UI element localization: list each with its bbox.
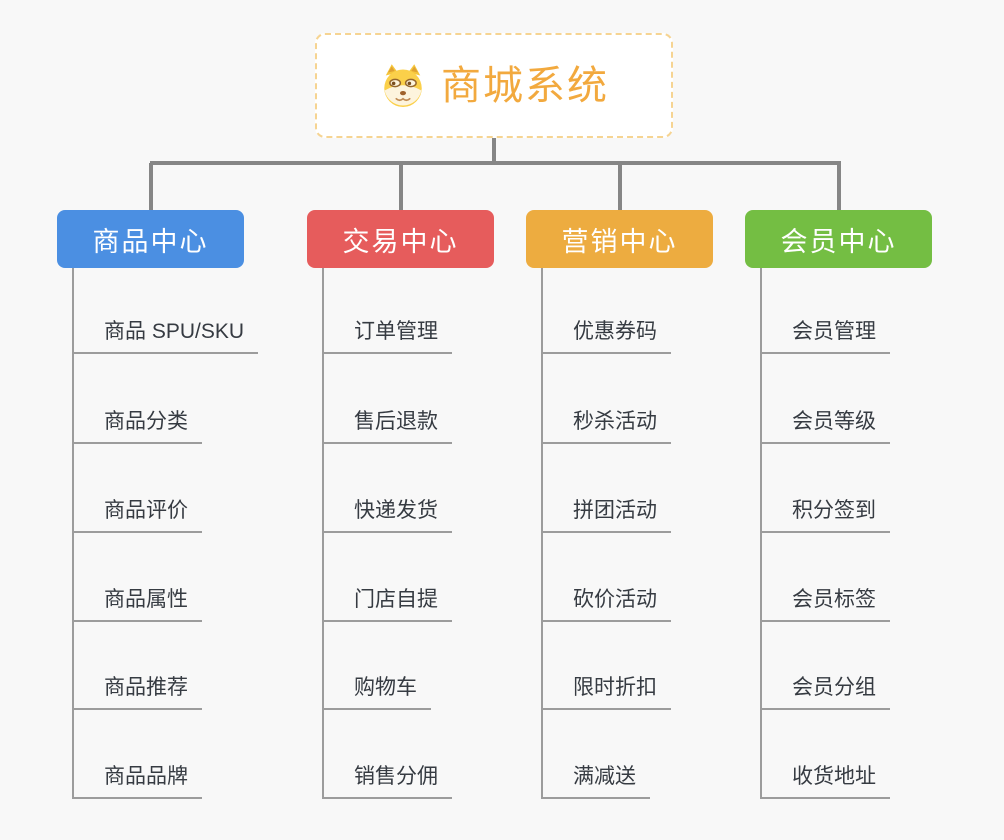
leaf-node[interactable]: 收货地址	[760, 760, 890, 799]
leaf-node[interactable]: 售后退款	[322, 405, 452, 444]
root-node-mall-system[interactable]: 商城系统	[315, 33, 673, 138]
leaf-node[interactable]: 满减送	[541, 760, 650, 799]
leaf-node[interactable]: 积分签到	[760, 494, 890, 533]
leaf-node[interactable]: 商品评价	[72, 494, 202, 533]
connector-drop-marketing	[618, 163, 622, 210]
branch-children-member-center: 会员管理 会员等级 积分签到 会员标签 会员分组 收货地址	[760, 268, 990, 808]
connector-drop-product	[149, 163, 153, 210]
leaf-node[interactable]: 会员分组	[760, 671, 890, 710]
connector-root-stem	[492, 138, 496, 164]
branch-node-product-center[interactable]: 商品中心	[57, 210, 244, 268]
leaf-node[interactable]: 商品属性	[72, 583, 202, 622]
leaf-node[interactable]: 商品推荐	[72, 671, 202, 710]
leaf-node[interactable]: 砍价活动	[541, 583, 671, 622]
child-connector-line	[322, 268, 324, 799]
leaf-node[interactable]: 会员管理	[760, 315, 890, 354]
branch-children-marketing-center: 优惠券码 秒杀活动 拼团活动 砍价活动 限时折扣 满减送	[541, 268, 771, 808]
leaf-node[interactable]: 商品分类	[72, 405, 202, 444]
leaf-node[interactable]: 限时折扣	[541, 671, 671, 710]
doge-face-icon	[384, 63, 422, 107]
child-connector-line	[760, 268, 762, 799]
branch-node-marketing-center[interactable]: 营销中心	[526, 210, 713, 268]
leaf-node[interactable]: 销售分佣	[322, 760, 452, 799]
connector-bus	[150, 161, 841, 165]
branch-children-trade-center: 订单管理 售后退款 快递发货 门店自提 购物车 销售分佣	[322, 268, 552, 808]
leaf-node[interactable]: 会员标签	[760, 583, 890, 622]
leaf-node[interactable]: 优惠券码	[541, 315, 671, 354]
branch-children-product-center: 商品 SPU/SKU 商品分类 商品评价 商品属性 商品推荐 商品品牌	[72, 268, 302, 808]
branch-label: 会员中心	[780, 226, 897, 257]
connector-drop-member	[837, 163, 841, 210]
connector-drop-trade	[399, 163, 403, 210]
leaf-node[interactable]: 快递发货	[322, 494, 452, 533]
root-title: 商城系统	[441, 63, 609, 108]
leaf-node[interactable]: 商品 SPU/SKU	[72, 315, 259, 354]
leaf-node[interactable]: 秒杀活动	[541, 405, 671, 444]
branch-node-member-center[interactable]: 会员中心	[745, 210, 932, 268]
leaf-node[interactable]: 购物车	[322, 671, 431, 710]
leaf-node[interactable]: 门店自提	[322, 583, 452, 622]
leaf-node[interactable]: 会员等级	[760, 405, 890, 444]
branch-node-trade-center[interactable]: 交易中心	[307, 210, 494, 268]
leaf-node[interactable]: 商品品牌	[72, 760, 202, 799]
leaf-node[interactable]: 拼团活动	[541, 494, 671, 533]
child-connector-line	[541, 268, 543, 799]
branch-label: 交易中心	[342, 226, 459, 257]
child-connector-line	[72, 268, 74, 799]
branch-label: 营销中心	[561, 226, 678, 257]
leaf-node[interactable]: 订单管理	[322, 315, 452, 354]
branch-label: 商品中心	[92, 226, 209, 257]
